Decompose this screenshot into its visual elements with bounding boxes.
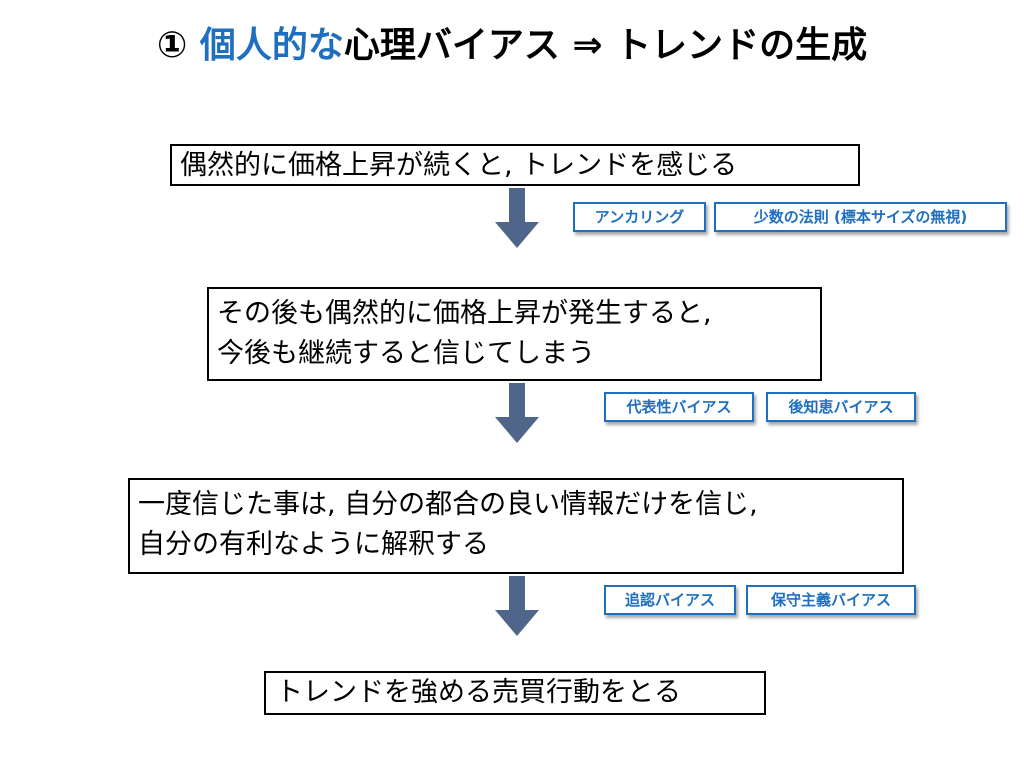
title-highlight: 個人的な <box>199 25 344 66</box>
step-2-line-1: その後も偶然的に価格上昇が発生すると, <box>217 298 712 329</box>
step-3-line-1: 一度信じた事は, 自分の都合の良い情報だけを信じ, <box>138 489 758 520</box>
step-1-line-1: 偶然的に価格上昇が続くと, トレンドを感じる <box>180 150 738 181</box>
flow-step-1: 偶然的に価格上昇が続くと, トレンドを感じる <box>170 144 860 186</box>
bias-tag-confirmation: 追認バイアス <box>604 585 736 615</box>
down-arrow-icon <box>495 383 539 443</box>
flow-step-2: その後も偶然的に価格上昇が発生すると, 今後も継続すると信じてしまう <box>207 287 822 381</box>
bias-tag-hindsight: 後知恵バイアス <box>766 392 916 422</box>
bias-tag-conservatism: 保守主義バイアス <box>746 585 916 615</box>
bias-tag-anchoring: アンカリング <box>573 202 706 232</box>
down-arrow-icon <box>495 576 539 636</box>
down-arrow-icon <box>495 188 539 248</box>
flow-step-4: トレンドを強める売買行動をとる <box>264 671 766 715</box>
title-rest: 心理バイアス ⇒ トレンドの生成 <box>343 25 868 66</box>
page-title: ① 個人的な心理バイアス ⇒ トレンドの生成 <box>0 20 1024 72</box>
title-prefix: ① <box>156 25 200 66</box>
flow-step-3: 一度信じた事は, 自分の都合の良い情報だけを信じ, 自分の有利なように解釈する <box>128 478 904 574</box>
step-4-line-1: トレンドを強める売買行動をとる <box>276 677 681 708</box>
bias-tag-law-of-small-numbers: 少数の法則 (標本サイズの無視) <box>714 202 1007 232</box>
step-2-line-2: 今後も継続すると信じてしまう <box>217 338 595 369</box>
step-3-line-2: 自分の有利なように解釈する <box>138 529 489 560</box>
bias-tag-representativeness: 代表性バイアス <box>604 392 754 422</box>
